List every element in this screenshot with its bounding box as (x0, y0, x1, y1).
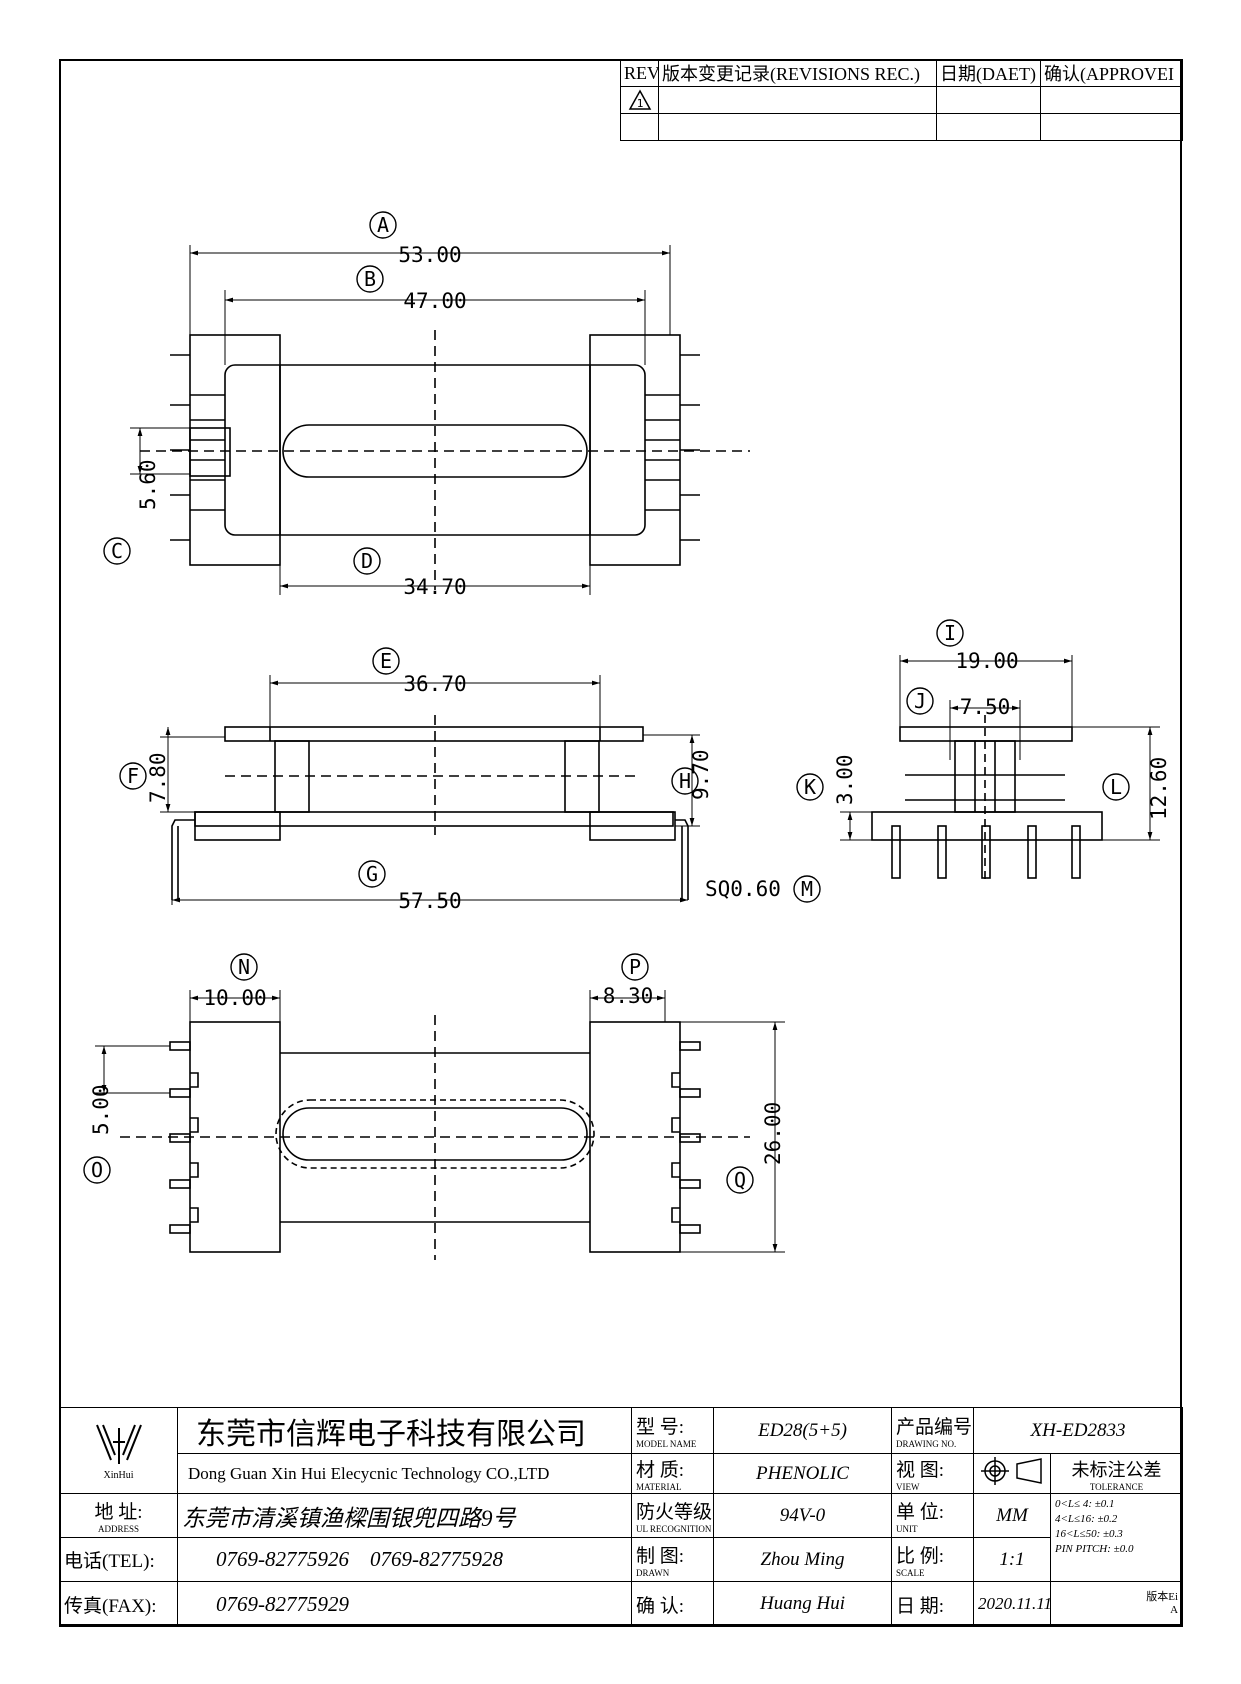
dim-label-m: M (801, 877, 813, 901)
unit-value: MM (973, 1493, 1051, 1538)
dim-value-h: 9.70 (689, 749, 713, 800)
revision-approve-1 (1040, 86, 1183, 114)
dim-value-p: 8.30 (603, 984, 654, 1008)
front-view (160, 675, 700, 905)
model-value: ED28(5+5) (713, 1407, 892, 1454)
dim-value-m: SQ0.60 (705, 877, 781, 901)
dim-label-o: O (91, 1158, 103, 1182)
logo-text: XinHui (103, 1470, 134, 1481)
revision-record-2 (658, 113, 937, 141)
dim-label-q: Q (734, 1168, 746, 1192)
tolerance-row: 0<L≤ 4: ±0.1 (1055, 1498, 1115, 1510)
check-value: Huang Hui (713, 1581, 892, 1627)
tolerance-list: 0<L≤ 4: ±0.1 4<L≤16: ±0.2 16<L≤50: ±0.3 … (1049, 1493, 1184, 1582)
triangle-icon: 1 (628, 89, 651, 110)
xinhui-logo-icon (95, 1424, 142, 1464)
dim-label-i: I (944, 621, 956, 645)
dim-label-j: J (914, 689, 926, 713)
revision-record-header: 版本变更记录(REVISIONS REC.) (658, 59, 937, 87)
technical-drawing: A B C D E F H G M I J K L N P O Q 53.00 … (83, 211, 1171, 1260)
top-view (130, 245, 750, 595)
drawing-no-value: XH-ED2833 (972, 1407, 1184, 1454)
dim-value-d: 34.70 (403, 575, 466, 599)
company-name-cn: 东莞市信辉电子科技有限公司 (177, 1407, 632, 1454)
dim-label-k: K (804, 775, 816, 799)
unit-label: 单 位:UNIT (891, 1493, 974, 1538)
tel-values: 0769-82775926 0769-82775928 (177, 1537, 632, 1582)
dim-value-b: 47.00 (403, 289, 466, 313)
check-label: 确 认: (631, 1581, 714, 1627)
tolerance-row: 16<L≤50: ±0.3 (1055, 1528, 1123, 1540)
dim-label-b: B (364, 267, 376, 291)
view-symbol (973, 1453, 1051, 1494)
view-label: 视 图:VIEW (891, 1453, 974, 1494)
dim-value-g: 57.50 (398, 889, 461, 913)
dim-value-q: 26.00 (761, 1102, 785, 1165)
fax-value: 0769-82775929 (177, 1581, 632, 1627)
material-label: 材 质:MATERIAL (631, 1453, 714, 1494)
dim-label-l: L (1110, 775, 1122, 799)
svg-text:1: 1 (636, 97, 643, 110)
drawn-value: Zhou Ming (713, 1537, 892, 1582)
dim-value-f: 7.80 (146, 752, 170, 803)
ul-value: 94V-0 (713, 1493, 892, 1538)
dim-label-e: E (380, 649, 392, 673)
revision-approve-header: 确认(APPROVEI (1040, 59, 1183, 87)
tolerance-row: PIN PITCH: ±0.0 (1055, 1543, 1134, 1555)
model-label: 型 号:MODEL NAME (631, 1407, 714, 1454)
address-value: 东莞市清溪镇渔樑围银兜四路9号 (177, 1493, 632, 1538)
dim-value-k: 3.00 (833, 754, 857, 805)
company-name-en: Dong Guan Xin Hui Elecycnic Technology C… (177, 1453, 632, 1494)
title-block: XinHui 东莞市信辉电子科技有限公司 型 号:MODEL NAME ED28… (59, 1407, 1184, 1627)
address-label: 地 址:ADDRESS (59, 1493, 178, 1538)
revision-approve-2 (1040, 113, 1183, 141)
dim-value-c: 5.60 (136, 459, 160, 510)
side-view (840, 655, 1160, 880)
dim-label-c: C (111, 539, 123, 563)
dim-value-e: 36.70 (403, 672, 466, 696)
scale-label: 比 例:SCALE (891, 1537, 974, 1582)
revision-date-2 (936, 113, 1041, 141)
drawing-no-label: 产品编号:DRAWING NO. (891, 1407, 974, 1454)
dim-value-j: 7.50 (960, 695, 1011, 719)
dim-label-a: A (377, 213, 389, 237)
dim-value-l: 12.60 (1147, 757, 1171, 820)
ul-label: 防火等级:UL RECOGNITION (631, 1493, 714, 1538)
dim-label-p: P (629, 955, 641, 979)
dim-label-n: N (238, 955, 250, 979)
dim-value-n: 10.00 (203, 986, 266, 1010)
dim-value-i: 19.00 (955, 649, 1018, 673)
drawn-label: 制 图:DRAWN (631, 1537, 714, 1582)
dim-label-d: D (361, 549, 373, 573)
dim-label-f: F (127, 764, 139, 788)
company-logo: XinHui (59, 1407, 178, 1494)
revision-date-1 (936, 86, 1041, 114)
date-label: 日 期: (891, 1581, 974, 1627)
fax-label: 传真(FAX): (59, 1581, 178, 1627)
dim-label-h: H (679, 769, 691, 793)
dim-value-o: 5.00 (89, 1084, 113, 1135)
tolerance-row: 4<L≤16: ±0.2 (1055, 1513, 1118, 1525)
date-value: 2020.11.11 (973, 1581, 1051, 1627)
version-value: A (1170, 1604, 1179, 1616)
tel-label: 电话(TEL): (59, 1537, 178, 1582)
material-value: PHENOLIC (713, 1453, 892, 1494)
projection-symbol-icon (981, 1456, 1042, 1485)
version-label: 版本Ei (1146, 1591, 1179, 1603)
revision-mark-2 (620, 113, 659, 141)
bottom-view (95, 990, 785, 1260)
dim-value-a: 53.00 (398, 243, 461, 267)
scale-value: 1:1 (973, 1537, 1051, 1582)
revision-record-1 (658, 86, 937, 114)
dim-label-g: G (366, 862, 378, 886)
revision-table: REV. 版本变更记录(REVISIONS REC.) 日期(DAET) 确认(… (620, 59, 1183, 141)
